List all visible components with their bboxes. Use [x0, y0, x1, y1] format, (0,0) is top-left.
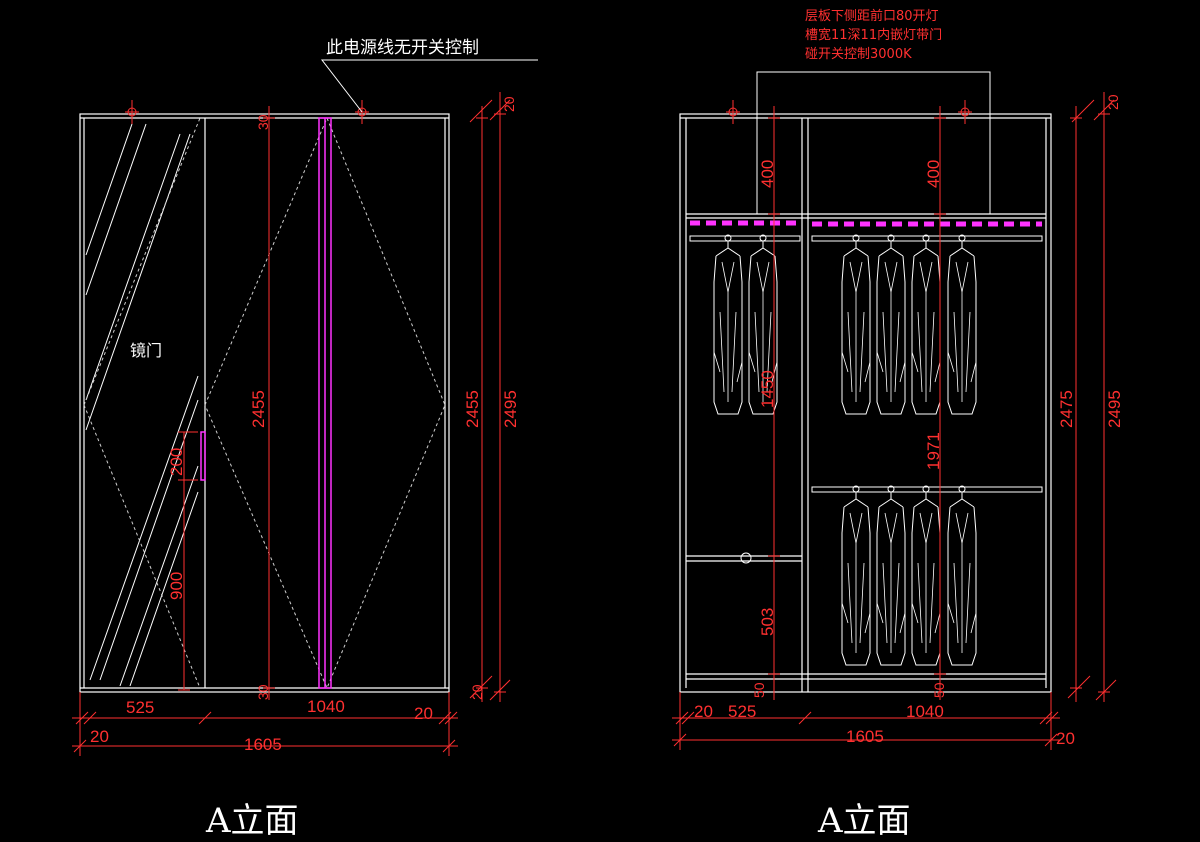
dim-20-left: 20 — [694, 702, 713, 721]
dim-50-right: 50 — [931, 682, 947, 698]
shelf-led-strips — [690, 220, 1042, 227]
note-line-2: 槽宽11深11内嵌灯带门 — [805, 27, 942, 43]
mirror-door-hatch — [85, 123, 199, 687]
left-view-title: A立面 — [205, 801, 299, 841]
hanging-rods — [689, 235, 1043, 493]
left-dimension-lines — [72, 92, 511, 756]
dim-1605: 1605 — [846, 727, 884, 746]
dim-20-bottom-side: 20 — [469, 684, 485, 700]
outlet-marker-right-2 — [960, 107, 970, 117]
dim-400-left: 400 — [758, 160, 777, 188]
dim-20-bottom: 20 — [90, 727, 109, 746]
dim-1040: 1040 — [307, 697, 345, 716]
right-view-title: A立面 — [817, 801, 911, 841]
callout-leader — [320, 59, 538, 113]
dim-1605: 1605 — [244, 735, 282, 754]
dim-400-right: 400 — [924, 160, 943, 188]
dim-503: 503 — [758, 608, 777, 636]
dim-20-right: 20 — [414, 704, 433, 723]
dim-900: 900 — [167, 572, 186, 600]
drawer-knob — [740, 552, 752, 564]
dim-20-bottom-right: 20 — [1056, 729, 1075, 748]
callout-text: 此电源线无开关控制 — [326, 38, 479, 58]
dim-525: 525 — [728, 702, 756, 721]
vertical-led-strip — [318, 117, 332, 689]
dim-1450: 1450 — [758, 370, 777, 408]
dim-2455-inner: 2455 — [249, 390, 268, 428]
right-dimension-lines — [672, 92, 1117, 750]
dim-1971: 1971 — [924, 432, 943, 470]
dim-2455-outer: 2455 — [463, 390, 482, 428]
door-handle — [200, 431, 206, 481]
left-elevation: 此电源线无开关控制 镜门 525 1040 20 20 1605 2455 24… — [72, 38, 538, 841]
dim-30-bottom: 30 — [255, 684, 271, 700]
lighting-note: 层板下侧距前口80开灯 槽宽11深11内嵌灯带门 碰开关控制3000K — [805, 8, 942, 62]
dim-20-top: 20 — [1105, 94, 1121, 110]
dim-1040: 1040 — [906, 702, 944, 721]
note-line-3: 碰开关控制3000K — [805, 47, 912, 62]
dim-50-left: 50 — [751, 682, 767, 698]
right-elevation: 层板下侧距前口80开灯 槽宽11深11内嵌灯带门 碰开关控制3000K — [672, 8, 1124, 841]
dim-2495: 2495 — [1105, 390, 1124, 428]
right-cabinet-outline — [679, 113, 1052, 693]
note-leader — [756, 71, 991, 214]
mirror-door-label: 镜门 — [130, 341, 162, 360]
dim-525: 525 — [126, 698, 154, 717]
dim-30-top: 30 — [255, 114, 271, 130]
outlet-marker-center — [357, 107, 367, 117]
note-line-1: 层板下侧距前口80开灯 — [805, 8, 939, 24]
outlet-marker-right-1 — [728, 107, 738, 117]
dim-200: 200 — [167, 448, 186, 476]
outlet-marker-left — [127, 107, 137, 117]
left-door-swing-lines — [83, 116, 446, 690]
dim-2475: 2475 — [1057, 390, 1076, 428]
left-cabinet-outline — [79, 113, 450, 693]
dim-2495: 2495 — [501, 390, 520, 428]
dim-20-top: 20 — [501, 96, 517, 112]
